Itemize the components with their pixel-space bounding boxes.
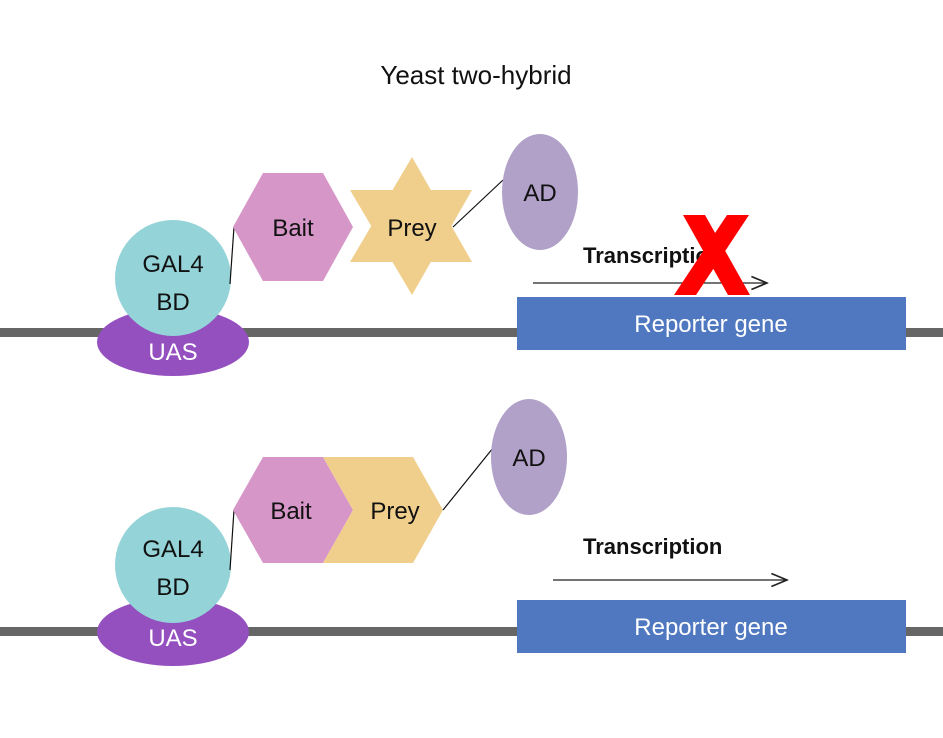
bait-label: Bait: [272, 215, 314, 242]
bait-hexagon: [233, 457, 353, 563]
red-x-icon: [674, 215, 750, 295]
linker-line: [442, 447, 494, 511]
gal4-bd-circle: [115, 220, 231, 336]
prey-label: Prey: [370, 498, 419, 525]
ad-ellipse: [502, 134, 578, 250]
gal4-bd-circle: [115, 507, 231, 623]
transcription-label: Transcription: [583, 534, 722, 559]
ad-label: AD: [512, 445, 545, 472]
reporter-gene-box: [517, 297, 906, 350]
uas-ellipse: [97, 308, 249, 376]
prey-star: [350, 157, 472, 295]
dna-strand: [0, 328, 943, 337]
dna-strand: [0, 627, 943, 636]
ad-label: AD: [523, 180, 556, 207]
prey-shape: [323, 457, 443, 563]
linker-line: [229, 509, 235, 571]
bottom-panel-interaction: UAS GAL4 BD Bait Prey AD Transcription R…: [0, 399, 943, 666]
diagram-title: Yeast two-hybrid: [380, 60, 571, 90]
linker-line: [229, 226, 235, 285]
gal4-label: GAL4: [142, 536, 203, 563]
bd-label: BD: [156, 574, 189, 601]
reporter-gene-label: Reporter gene: [634, 614, 787, 641]
reporter-gene-label: Reporter gene: [634, 311, 787, 338]
uas-label: UAS: [148, 339, 197, 366]
uas-label: UAS: [148, 625, 197, 652]
bd-label: BD: [156, 289, 189, 316]
prey-label: Prey: [387, 215, 436, 242]
top-panel-no-interaction: UAS GAL4 BD Bait Prey AD Transcription R…: [0, 134, 943, 376]
reporter-gene-box: [517, 600, 906, 653]
linker-line: [452, 179, 504, 228]
ad-ellipse: [491, 399, 567, 515]
bait-hexagon: [233, 173, 353, 281]
uas-ellipse: [97, 598, 249, 666]
gal4-label: GAL4: [142, 251, 203, 278]
bait-label: Bait: [270, 498, 312, 525]
